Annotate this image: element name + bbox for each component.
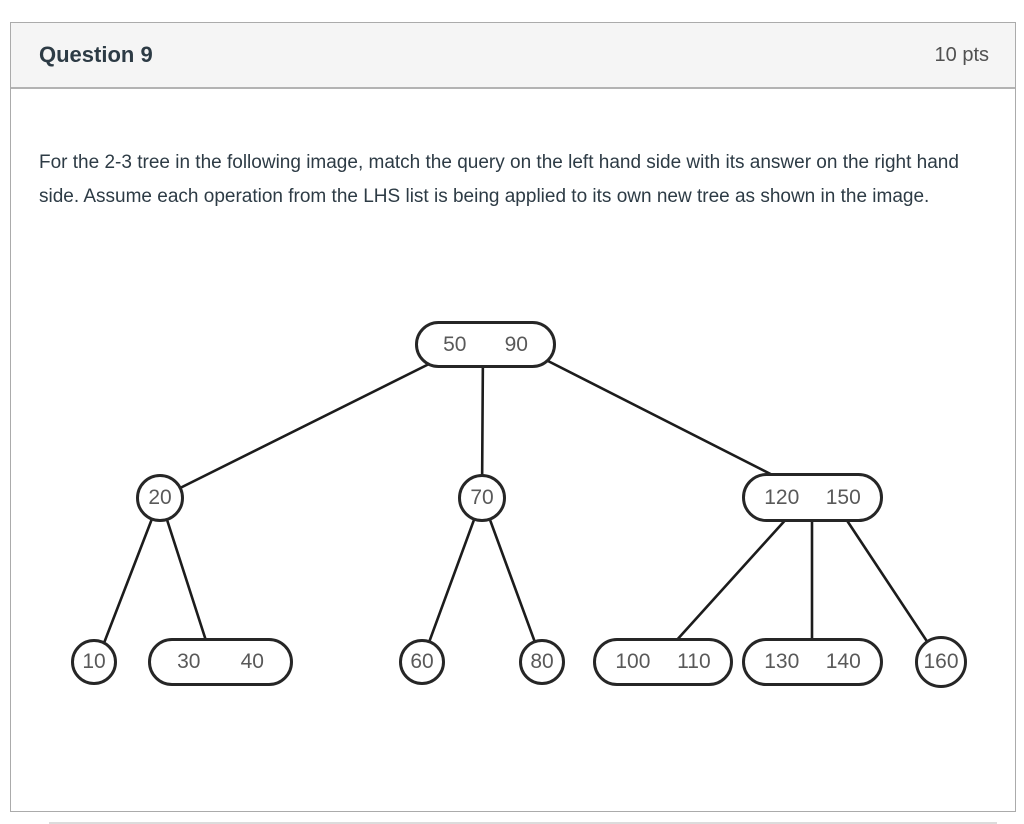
tree-edge	[480, 343, 485, 500]
tree-node-key: 80	[530, 650, 554, 673]
tree-node-160: 160	[915, 636, 967, 688]
tree-node-key: 110	[677, 650, 711, 673]
tree-node-key: 60	[410, 650, 434, 673]
tree-node-key: 20	[148, 486, 172, 509]
tree-edge	[546, 359, 808, 494]
question-points: 10 pts	[934, 43, 989, 66]
tree-edge	[158, 496, 211, 652]
tree-node-key: 100	[615, 650, 651, 673]
tree-edge	[422, 496, 484, 658]
tree-edges-svg	[97, 343, 940, 660]
tree-node-100-110: 100 110	[593, 638, 733, 686]
tree-node-key: 70	[470, 486, 494, 509]
tree-node-key: 30	[177, 650, 201, 673]
tree-node-130-140: 130 140	[742, 638, 883, 686]
tree-node-key: 160	[923, 650, 959, 673]
tree-node-10: 10	[71, 639, 117, 685]
tree-node-20: 20	[136, 474, 184, 522]
tree-node-60: 60	[399, 639, 445, 685]
tree-edge	[158, 360, 435, 500]
tree-diagram: 50 90 20 70 120 150 10 30 40 60 80 100 110 130 140 160	[71, 321, 967, 688]
question-body: For the 2-3 tree in the following image,…	[11, 89, 1015, 214]
tree-node-50-90: 50 90	[415, 321, 556, 368]
tree-edge	[842, 514, 940, 660]
tree-edge	[664, 514, 791, 654]
tree-node-80: 80	[519, 639, 565, 685]
question-header: Question 9 10 pts	[11, 23, 1015, 89]
tree-node-key: 120	[764, 485, 800, 509]
question-title: Question 9	[39, 42, 153, 67]
tree-node-key: 40	[240, 650, 264, 673]
tree-node-key: 90	[504, 332, 528, 356]
tree-node-key: 10	[82, 650, 106, 673]
tree-node-30-40: 30 40	[148, 638, 293, 686]
question-text: For the 2-3 tree in the following image,…	[39, 152, 959, 207]
tree-edge	[97, 496, 162, 658]
tree-node-key: 150	[825, 485, 861, 509]
tree-node-70: 70	[458, 474, 506, 522]
tree-node-key: 50	[443, 332, 467, 356]
tree-node-key: 140	[825, 650, 861, 673]
tree-node-key: 130	[764, 650, 800, 673]
tree-node-120-150: 120 150	[742, 473, 883, 522]
tree-edge	[480, 496, 542, 658]
